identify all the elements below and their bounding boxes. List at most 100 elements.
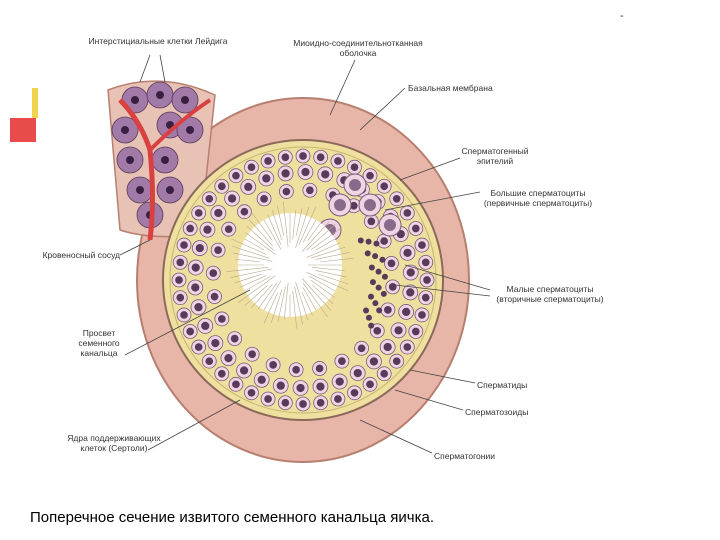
secondary-spermatocyte [364,250,371,257]
sperm-tail [257,282,278,310]
label-leydig-cells: Интерстициальные клетки Лейдига [88,36,228,46]
nucleus [166,186,174,194]
nucleus [306,186,314,195]
nucleus [210,292,219,301]
sperm-tail [244,275,272,292]
sperm-tail [315,270,347,278]
sperm-tail [302,287,317,311]
nucleus [406,288,415,297]
nucleus [334,395,342,403]
sperm-tail [301,278,332,311]
sperm-tail [295,208,303,236]
label-secondary-spermatocytes: Малые сперматоциты (вторичные сперматоци… [496,284,604,304]
sperm-tail [298,206,317,246]
nucleus [195,243,204,253]
nucleus [194,343,203,351]
nucleus [205,194,214,203]
nucleus [394,326,403,335]
sperm-tail [245,232,276,255]
nucleus [240,207,249,216]
sperm-tail [238,275,276,303]
corner-mark: - [620,10,624,22]
nucleus [349,179,361,191]
nucleus [180,311,188,319]
sperm-tail [308,275,336,292]
blood-vessel-branch [148,98,212,152]
nucleus [316,382,325,391]
nucleus [367,217,376,226]
nucleus [180,241,188,249]
sperm-tail [302,219,317,243]
secondary-spermatocyte [375,284,382,291]
nucleus [334,199,346,211]
epithelial-cells [171,148,435,412]
nucleus [247,163,256,172]
sperm-tail [301,292,313,316]
nucleus [186,126,194,134]
nucleus [380,369,389,378]
nucleus [224,225,233,234]
nucleus [191,283,200,292]
leader-lines [119,54,491,454]
nucleus [186,327,195,336]
sperm-tail [318,273,349,285]
nucleus [321,170,330,179]
label-basement-membrane: Базальная мембрана [408,83,493,93]
accent-decoration-yellow [32,88,38,118]
nucleus [281,398,290,407]
label-spermatogonia: Сперматогонии [434,451,495,461]
sperm-tail [306,272,349,292]
nucleus [156,91,164,99]
nucleus [388,283,397,291]
sperm-tail [239,275,267,288]
sperm-tail [234,273,262,284]
nucleus [176,293,185,302]
label-sertoli-nuclei: Ядра поддерживающих клеток (Сертоли) [67,433,161,453]
nucleus [224,354,233,363]
sperm-tail [244,284,268,307]
nucleus [380,237,388,245]
nucleus [403,248,412,257]
nucleus [392,194,401,203]
secondary-spermatocyte [365,238,372,245]
lumen [226,201,354,329]
nucleus [264,395,272,403]
sperm-tail [283,282,289,320]
sperm-tail [311,267,345,272]
sperm-tail [295,206,310,248]
nucleus [411,327,420,336]
nucleus [301,167,310,177]
sperm-tail [301,221,330,252]
sperm-tail [277,205,285,236]
sperm-tail [270,289,283,324]
secondary-spermatocyte [373,240,380,247]
nucleus [423,276,431,284]
sperm-tail [319,258,354,263]
nucleus [175,276,183,284]
nucleus [136,186,144,194]
nucleus [350,163,359,172]
nucleus [281,169,290,178]
nucleus [205,357,214,366]
nucleus [191,263,200,272]
sperm-tail [294,286,303,325]
nucleus [214,208,223,218]
nucleus [244,182,253,192]
nucleus [421,293,430,302]
nucleus [203,225,212,234]
nucleus [315,364,324,373]
secondary-spermatocyte [365,314,372,321]
nucleus [201,321,210,331]
epithelium-edge [169,146,437,414]
nucleus [296,383,305,393]
nucleus [247,388,256,397]
sperm-tail [226,267,269,272]
secondary-spermatocyte [375,268,382,275]
nucleus [366,380,374,389]
sperm-tail [315,252,350,260]
nucleus [349,201,358,210]
nucleus [121,126,129,134]
sperm-tail [248,219,273,246]
nucleus [316,398,325,407]
